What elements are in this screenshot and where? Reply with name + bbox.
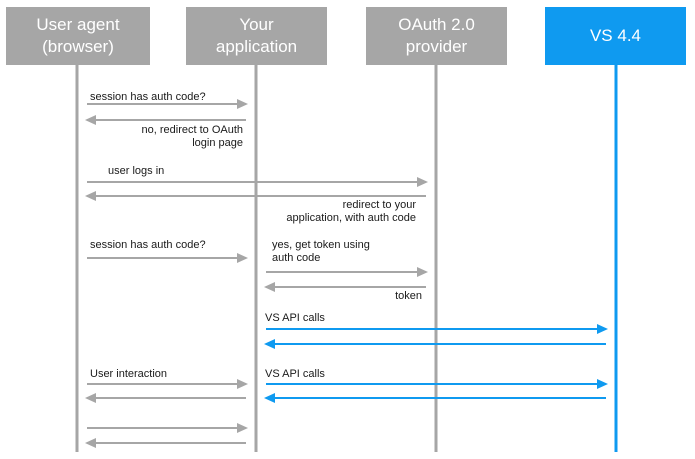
participant-label: VS 4.4 [589,26,642,45]
message-label-5: session has auth code? [90,239,206,252]
message-arrow-5 [87,253,248,263]
participant-label: Your [239,15,274,34]
participant-vs: VS 4.4 [545,7,686,65]
message-label-8: VS API calls [265,312,325,325]
participant-label: OAuth 2.0 [398,15,475,34]
label-line: login page [192,137,243,149]
message-arrow-2 [85,115,246,125]
label-line: session has auth code? [90,91,206,103]
message-arrow-12 [264,393,606,403]
message-arrow-3 [87,177,428,187]
participant-label: application [215,37,298,56]
participant-label: provider [405,37,468,56]
message-label-3: user logs in [108,165,164,178]
label-line: token [395,290,422,302]
message-label-10: User interaction [90,368,167,381]
participant-label: (browser) [42,37,114,56]
message-arrow-7 [264,282,426,292]
message-arrow-4 [85,191,426,201]
label-line: User interaction [90,368,168,380]
label-line: application, with auth code [286,212,416,224]
participant-user-agent: User agent (browser) [6,7,150,65]
message-arrow-15 [85,438,246,448]
message-label-6: yes, get token using auth code [272,239,370,265]
label-line: yes, get token using [272,239,370,251]
message-arrow-6 [266,267,428,277]
label-line: redirect to your [342,199,416,211]
message-label-2: no, redirect to OAuth login page [142,124,244,150]
label-line: VS API calls [265,312,325,324]
message-arrow-9 [264,339,606,349]
message-arrow-8 [266,324,608,334]
message-arrow-14 [87,423,248,433]
label-line: no, redirect to OAuth [141,124,244,136]
message-arrow-13 [85,393,246,403]
label-line: session has auth code? [90,239,206,251]
message-label-7: token [395,290,422,303]
message-label-11: VS API calls [265,368,325,381]
label-line: auth code [272,252,321,264]
label-line: user logs in [108,165,165,177]
message-arrow-10 [87,379,248,389]
message-arrow-1 [87,99,248,109]
participant-label: User agent [36,15,120,34]
participant-oauth-provider: OAuth 2.0 provider [366,7,507,65]
message-label-4: redirect to your application, with auth … [286,199,416,225]
label-line: VS API calls [265,368,325,380]
message-arrow-11 [266,379,608,389]
participant-your-application: Your application [186,7,327,65]
message-label-1: session has auth code? [90,91,206,104]
